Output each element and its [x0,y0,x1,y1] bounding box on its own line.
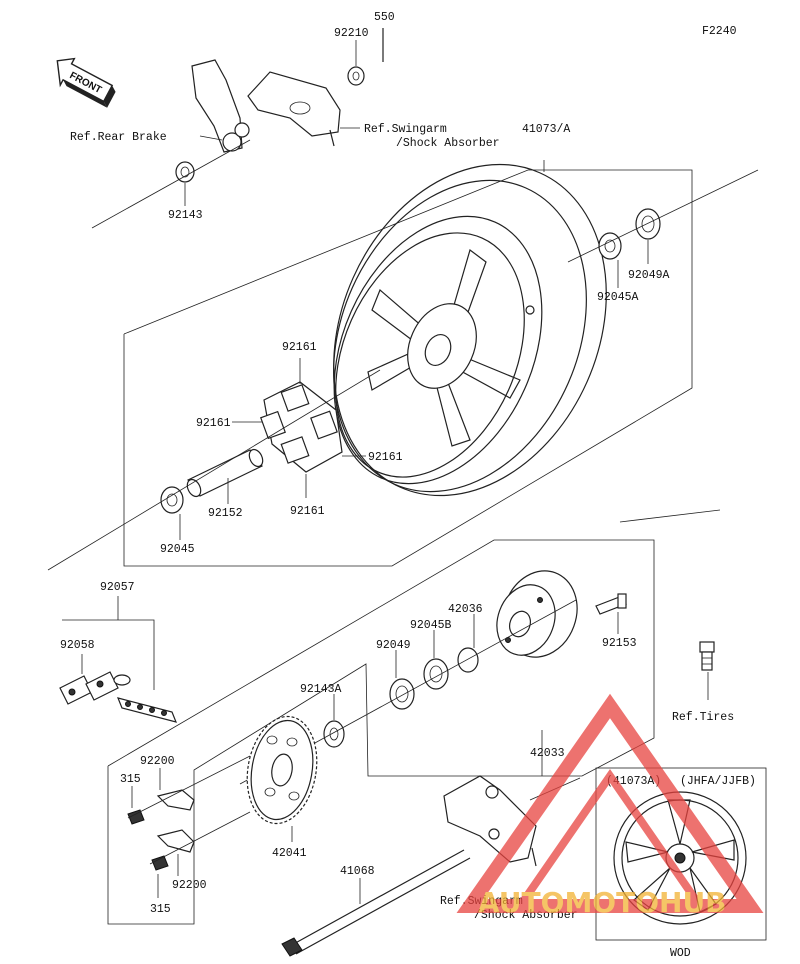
watermark-logo: AUTOMOTOHUB [456,693,764,919]
label-ref-swingarm-top-2: /Shock Absorber [396,137,500,150]
nut-315-a [127,809,145,825]
label-92049: 92049 [376,639,411,652]
label-42033: 42033 [530,747,565,760]
swingarm-bracket-bottom [443,775,537,867]
label-92200-a: 92200 [140,755,175,768]
bolt-92153 [595,593,627,615]
coupling-hub-42036 [496,570,578,658]
label-92045B: 92045B [410,619,452,632]
collar-92143A [323,720,345,748]
label-ref-tires: Ref.Tires [672,711,734,724]
label-92058: 92058 [60,639,95,652]
rear-axle-41068 [281,849,471,957]
label-92143A: 92143A [300,683,342,696]
label-92049A: 92049A [628,269,670,282]
label-42041: 42041 [272,847,307,860]
inset-caption: WOD [670,947,691,960]
nut-92210 [347,66,365,86]
bearing-92045B [423,658,449,690]
label-92161-b: 92161 [196,417,231,430]
oil-seal-92049A [635,208,661,240]
label-41068: 41068 [340,865,375,878]
spacer-tube-92152 [186,448,264,498]
label-92200-b: 92200 [172,879,207,892]
master-link-92058 [59,671,131,705]
wheel-group-frame [123,169,693,567]
label-92161-c: 92161 [368,451,403,464]
inset-title-2: (JHFA/JJFB) [680,775,756,788]
chain-adjuster-92200-b [156,829,195,853]
chain-adjuster-92200-a [156,789,195,811]
bearing-92045A [598,232,622,260]
label-41073: 41073/A [522,123,570,136]
drive-chain-92057 [117,697,177,723]
label-92143: 92143 [168,209,203,222]
hub-dampers-92161 [260,381,343,473]
sprocket-group-frame [107,539,655,925]
collar-92143 [175,161,195,183]
label-550: 550 [374,11,395,24]
watermark-text: AUTOMOTOHUB [478,886,727,919]
front-arrow-icon: FRONT [56,57,116,108]
label-92153: 92153 [602,637,637,650]
label-92161-a: 92161 [282,341,317,354]
swingarm-bracket-top [247,71,341,137]
label-92152: 92152 [208,507,243,520]
sprocket-42041 [246,715,318,825]
label-92161-d: 92161 [290,505,325,518]
label-ref-rear-brake: Ref.Rear Brake [70,131,167,144]
label-42036: 42036 [448,603,483,616]
label-92045: 92045 [160,543,195,556]
label-315-b: 315 [150,903,171,916]
top-hardware-group [91,28,384,229]
rear-wheel [333,163,607,497]
label-315-a: 315 [120,773,141,786]
nut-315-b [151,855,169,871]
tire-valve-icon [699,641,715,671]
brake-torque-link [191,59,243,153]
bearing-92045 [160,486,184,514]
label-ref-swingarm-top-1: Ref.Swingarm [364,123,447,136]
oil-seal-92049 [389,678,415,710]
label-92045A: 92045A [597,291,639,304]
figure-code: F2240 [702,25,737,38]
collar-42036 [457,647,479,673]
label-92210: 92210 [334,27,369,40]
label-92057: 92057 [100,581,135,594]
